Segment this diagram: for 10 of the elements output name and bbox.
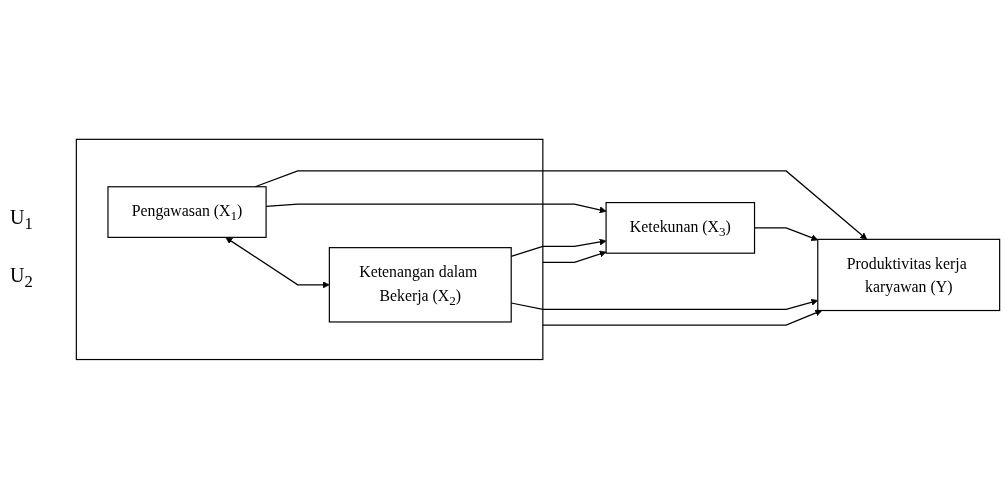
node-box: Produktivitas kerja karyawan (Y) [817, 238, 1001, 311]
cluster [75, 138, 544, 360]
arrow [542, 309, 823, 326]
arrow [542, 250, 607, 263]
arrow [225, 236, 330, 288]
residual-label: U$_{2}$ [10, 264, 34, 292]
node-box: Ketenangan dalam Bekerja (X$_{2}$) [328, 246, 512, 323]
residual-label: U$_{1}$ [10, 206, 34, 234]
node-box: Ketekunan (X$_{3}$) [605, 201, 756, 254]
node-box: Pengawasan (X$_{1}$) [107, 185, 267, 238]
